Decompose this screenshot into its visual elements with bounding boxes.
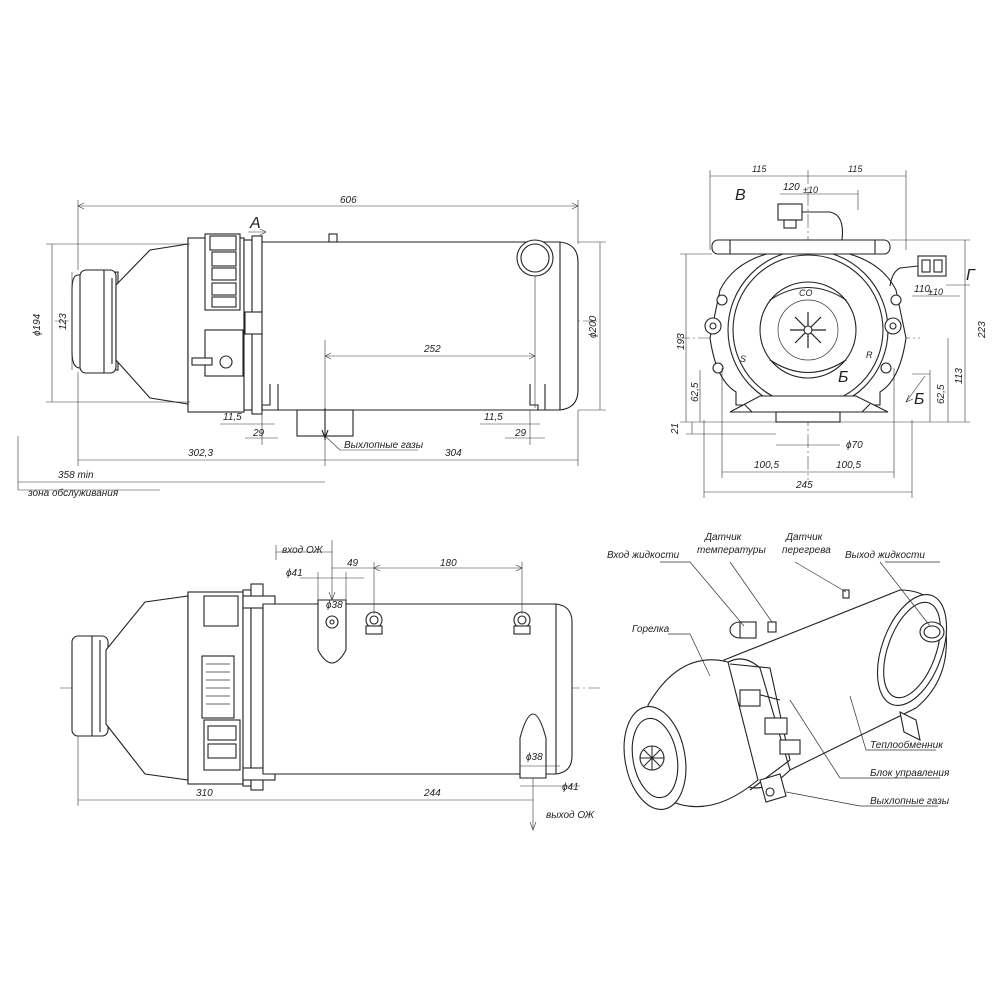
mark-r: R bbox=[866, 350, 873, 360]
dim-41-top: ϕ41 bbox=[286, 568, 303, 579]
dim-304: 304 bbox=[445, 448, 462, 459]
dim-120: 120 bbox=[783, 182, 800, 193]
callout-overheat-sensor-l1: Датчик bbox=[785, 532, 824, 543]
dim-49: 49 bbox=[347, 558, 359, 569]
dim-223: 223 bbox=[977, 321, 988, 339]
label-view-a: А bbox=[249, 215, 261, 232]
label-outlet-oj: выход ОЖ bbox=[546, 810, 595, 821]
dim-100-5-right: 100,5 bbox=[836, 460, 861, 471]
dim-41-bottom: ϕ41 bbox=[562, 782, 579, 793]
label-view-b-arrow: Б bbox=[914, 391, 924, 408]
callout-temp-sensor-l2: температуры bbox=[697, 545, 766, 556]
label-view-b: Б bbox=[838, 369, 848, 386]
dim-62-5-left: 62,5 bbox=[690, 382, 701, 402]
dim-200: ϕ200 bbox=[588, 315, 599, 338]
side-view bbox=[17, 200, 606, 491]
dim-115-right: 115 bbox=[848, 164, 863, 174]
dim-113: 113 bbox=[954, 368, 965, 384]
dim-180: 180 bbox=[440, 558, 457, 569]
isometric-view bbox=[623, 561, 948, 811]
top-view bbox=[60, 540, 600, 831]
dim-193: 193 bbox=[676, 333, 687, 350]
label-service-zone: зона обслуживания bbox=[27, 487, 119, 499]
mark-s: S bbox=[740, 354, 746, 364]
dim-110-tol: ±10 bbox=[928, 287, 943, 297]
callout-overheat-sensor-l2: перегрева bbox=[782, 545, 831, 556]
front-view bbox=[676, 170, 970, 498]
dim-358: 358 min bbox=[58, 470, 94, 481]
callout-burner: Горелка bbox=[632, 624, 670, 635]
callout-fluid-outlet: Выход жидкости bbox=[845, 550, 925, 561]
dim-310: 310 bbox=[196, 788, 213, 799]
dim-123: 123 bbox=[58, 313, 69, 330]
dim-38-top: ϕ38 bbox=[326, 600, 343, 611]
label-inlet-oj: вход ОЖ bbox=[282, 545, 323, 556]
dim-245: 245 bbox=[795, 480, 813, 491]
dim-606: 606 bbox=[340, 195, 357, 206]
callout-temp-sensor-l1: Датчик bbox=[704, 532, 743, 543]
dim-38-bottom: ϕ38 bbox=[526, 752, 543, 763]
label-view-g: Г bbox=[966, 267, 976, 284]
dim-252: 252 bbox=[423, 344, 441, 355]
dim-70: ϕ70 bbox=[846, 440, 863, 451]
label-view-v: В bbox=[735, 187, 746, 204]
dim-29-right: 29 bbox=[514, 428, 527, 439]
dim-11-5-left: 11,5 bbox=[223, 412, 242, 423]
callout-control-unit: Блок управления bbox=[870, 768, 950, 779]
dim-29-left: 29 bbox=[252, 428, 265, 439]
callout-heat-exchanger: Теплообменник bbox=[870, 739, 944, 751]
dim-244: 244 bbox=[423, 788, 441, 799]
dim-62-5-right: 62,5 bbox=[936, 384, 947, 404]
dim-115-left: 115 bbox=[752, 164, 767, 174]
dim-21: 21 bbox=[670, 423, 681, 435]
dim-120-tol: ±10 bbox=[803, 185, 818, 195]
label-co: CO bbox=[799, 288, 813, 298]
dim-11-5-right: 11,5 bbox=[484, 412, 503, 423]
dim-302-3: 302,3 bbox=[188, 448, 213, 459]
dim-100-5-left: 100,5 bbox=[754, 460, 779, 471]
callout-fluid-inlet: Вход жидкости bbox=[607, 550, 680, 561]
dim-110: 110, bbox=[914, 284, 933, 295]
dim-194: ϕ194 bbox=[32, 313, 43, 336]
callout-exhaust: Выхлопные газы bbox=[870, 796, 950, 807]
label-exhaust-gases: Выхлопные газы bbox=[344, 440, 424, 451]
